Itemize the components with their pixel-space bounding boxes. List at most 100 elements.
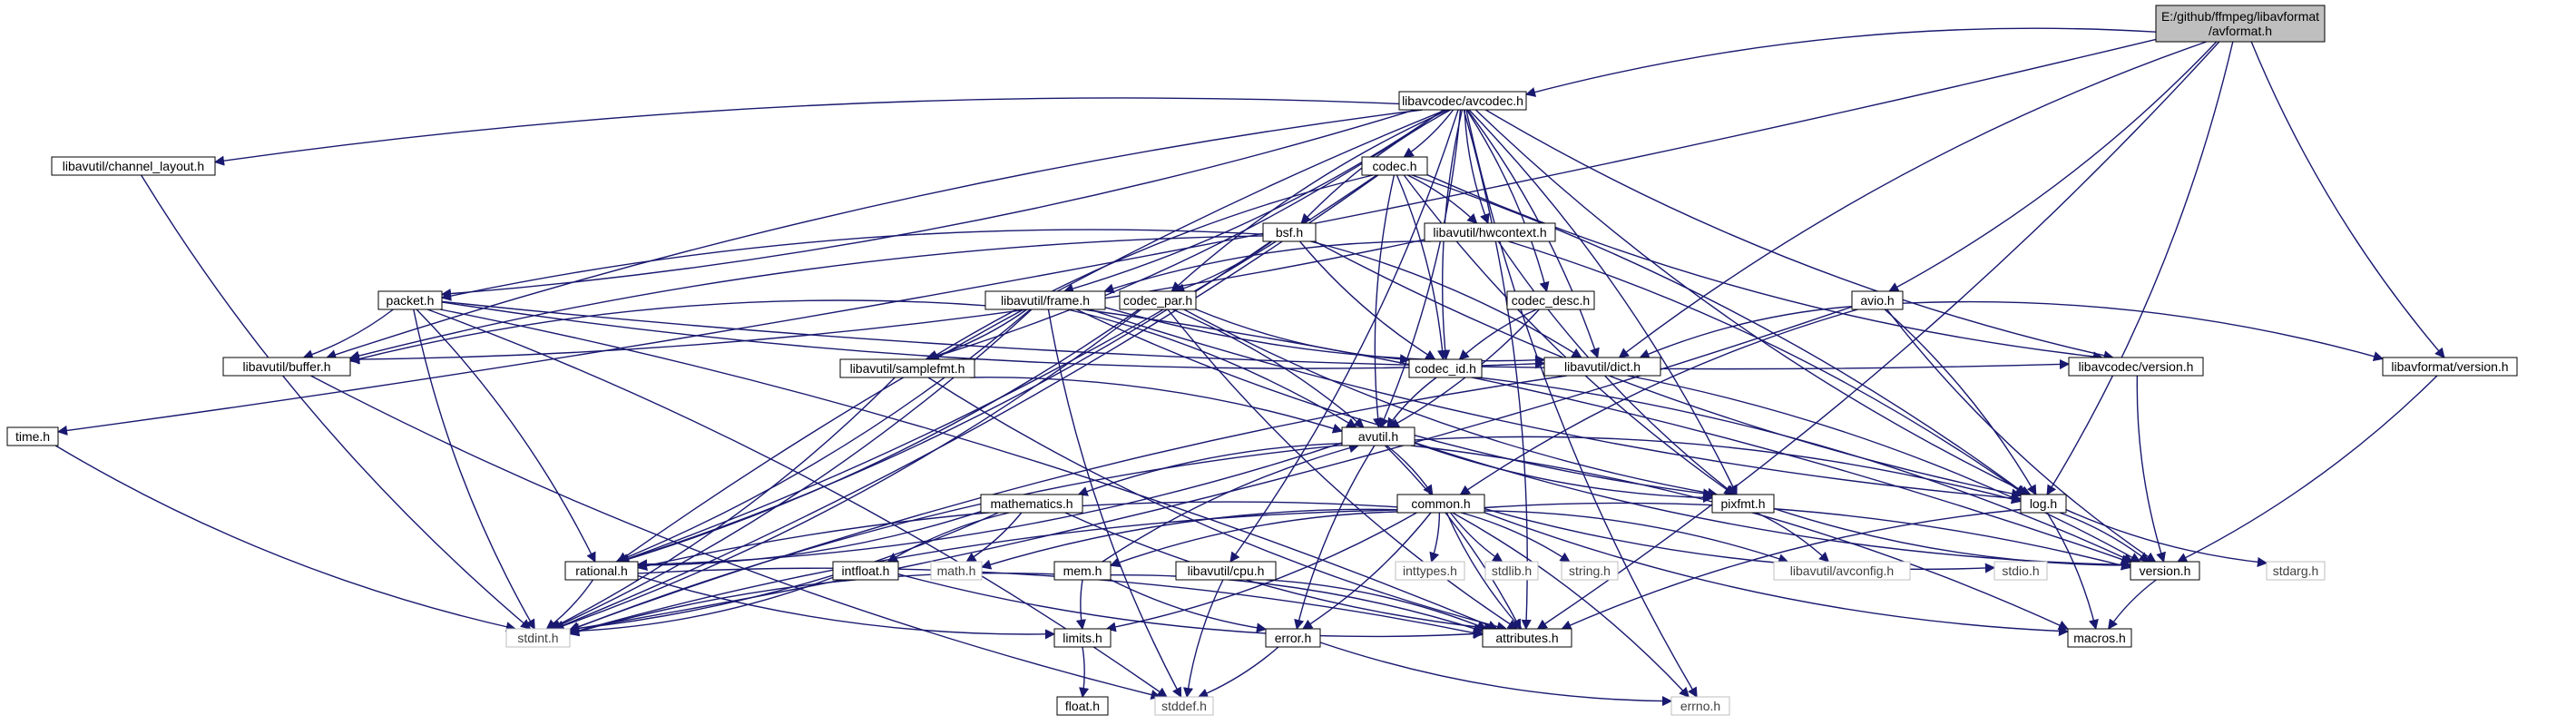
edge-intfloat-to-stdint <box>568 576 834 636</box>
node-box-avutil <box>1341 426 1415 446</box>
edge-root-to-dict <box>1618 41 2208 358</box>
edge-frame-to-dict <box>1104 307 1546 366</box>
node-box-mem <box>1053 561 1112 581</box>
node-label-codec: codec.h <box>1372 159 1416 173</box>
edge-bsf-to-codec_id <box>1298 240 1436 360</box>
edge-log-to-version <box>2059 512 2150 563</box>
node-label-codec_id: codec_id.h <box>1415 361 1476 376</box>
node-lavc_version[interactable]: libavcodec/version.h <box>2068 357 2204 377</box>
node-time[interactable]: time.h <box>6 426 59 446</box>
edge-packet-to-buffer <box>302 309 394 359</box>
edge-time-to-stdint <box>54 445 516 632</box>
node-log[interactable]: log.h <box>2020 494 2067 514</box>
dependency-edges <box>54 27 2445 707</box>
node-box-samplefmt <box>839 358 975 378</box>
node-error[interactable]: error.h <box>1265 628 1321 648</box>
edge-log-to-macros <box>2046 512 2099 631</box>
edge-avio-to-lavf_version <box>1902 300 2385 362</box>
edge-codec_par-to-rational <box>619 309 1140 564</box>
node-mem[interactable]: mem.h <box>1053 561 1112 581</box>
node-macros[interactable]: macros.h <box>2067 628 2132 648</box>
edge-avcodec-to-samplefmt <box>925 109 1445 362</box>
edge-avcodec-to-errno <box>1465 109 1698 698</box>
node-intfloat[interactable]: intfloat.h <box>832 561 899 581</box>
edge-codec_par-to-codec_id <box>1195 309 1411 365</box>
edge-hwcontext-to-log <box>1508 240 2026 495</box>
node-cpu[interactable]: libavutil/cpu.h <box>1175 561 1277 581</box>
edge-avio-to-version <box>1886 309 2157 563</box>
node-avcodec[interactable]: libavcodec/avcodec.h <box>1398 91 1527 111</box>
edge-lavf_version-to-version <box>2176 375 2438 563</box>
node-common[interactable]: common.h <box>1396 494 1485 514</box>
node-channel_layout[interactable]: libavutil/channel_layout.h <box>51 156 216 176</box>
node-box-float <box>1056 696 1109 716</box>
node-rational[interactable]: rational.h <box>564 561 639 581</box>
edge-codec-to-rational <box>618 174 1377 563</box>
node-codec_desc[interactable]: codec_desc.h <box>1506 290 1595 310</box>
node-avconfig: libavutil/avconfig.h <box>1773 561 1911 581</box>
node-bsf[interactable]: bsf.h <box>1262 222 1317 242</box>
edge-dict-to-version <box>1627 375 2141 563</box>
node-codec_id[interactable]: codec_id.h <box>1408 358 1483 378</box>
edge-avutil-to-mathematics <box>1077 443 1343 496</box>
edge-lavc_version-to-version <box>2136 375 2166 563</box>
node-limits[interactable]: limits.h <box>1053 628 1112 648</box>
node-label-cpu: libavutil/cpu.h <box>1188 563 1265 578</box>
node-hwcontext[interactable]: libavutil/hwcontext.h <box>1424 222 1556 242</box>
node-lavf_version[interactable]: libavformat/version.h <box>2382 357 2518 377</box>
node-attributes[interactable]: attributes.h <box>1482 628 1572 648</box>
node-codec[interactable]: codec.h <box>1361 156 1428 176</box>
node-box-common <box>1396 494 1485 514</box>
node-avutil[interactable]: avutil.h <box>1341 426 1415 446</box>
node-pixfmt[interactable]: pixfmt.h <box>1711 494 1775 514</box>
node-codec_par[interactable]: codec_par.h <box>1119 290 1197 310</box>
node-box-errno <box>1670 696 1730 716</box>
edge-avutil-to-macros <box>1410 445 2070 631</box>
node-label-lavf_version: libavformat/version.h <box>2391 359 2508 374</box>
node-samplefmt[interactable]: libavutil/samplefmt.h <box>839 358 975 378</box>
node-float[interactable]: float.h <box>1056 696 1109 716</box>
node-label-codec_desc: codec_desc.h <box>1512 293 1590 308</box>
node-label-dict: libavutil/dict.h <box>1564 359 1641 374</box>
edge-frame-to-log <box>1089 309 2023 504</box>
edge-codec_id-to-version <box>1477 377 2134 563</box>
node-box-lavc_version <box>2068 357 2204 377</box>
edge-intfloat-to-attributes <box>897 573 1484 640</box>
edge-error-to-stddef <box>1197 646 1279 699</box>
edge-common-to-attributes <box>1445 512 1523 630</box>
node-root[interactable]: E:/github/ffmpeg/libavformat/avformat.h <box>2155 5 2326 43</box>
edge-avcodec-to-codec_desc <box>1465 109 1550 293</box>
node-label-root: E:/github/ffmpeg/libavformat <box>2161 9 2319 24</box>
node-box-version <box>2130 561 2200 581</box>
node-label-avcodec: libavcodec/avcodec.h <box>1402 93 1523 108</box>
node-mathematics[interactable]: mathematics.h <box>980 494 1083 514</box>
edge-avcodec-to-log <box>1474 109 2032 495</box>
node-avio[interactable]: avio.h <box>1851 290 1904 310</box>
node-box-root <box>2155 5 2326 43</box>
node-dict[interactable]: libavutil/dict.h <box>1543 357 1661 377</box>
node-box-stdio <box>1993 561 2048 581</box>
node-packet[interactable]: packet.h <box>377 290 443 310</box>
node-label-avutil: avutil.h <box>1358 429 1398 444</box>
node-box-cpu <box>1175 561 1277 581</box>
edge-mem-to-stdint <box>568 572 1055 637</box>
node-version[interactable]: version.h <box>2130 561 2200 581</box>
edge-samplefmt-to-attributes <box>927 377 1508 632</box>
node-buffer[interactable]: libavutil/buffer.h <box>222 357 351 377</box>
node-box-codec_id <box>1408 358 1483 378</box>
node-box-codec_desc <box>1506 290 1595 310</box>
edge-error-to-errno <box>1319 642 1673 707</box>
node-label-root: /avformat.h <box>2209 24 2272 38</box>
edge-mathematics-to-attributes <box>1064 512 1495 633</box>
node-box-attributes <box>1482 628 1572 648</box>
node-label-packet: packet.h <box>387 293 435 308</box>
edge-channel_layout-to-stdint <box>141 174 532 630</box>
edge-avutil-to-error <box>1294 445 1376 631</box>
edge-pixfmt-to-avconfig <box>1756 512 1830 563</box>
edge-samplefmt-to-avutil <box>970 377 1344 434</box>
edge-samplefmt-to-stdint <box>549 377 896 630</box>
node-frame[interactable]: libavutil/frame.h <box>984 290 1106 310</box>
node-box-packet <box>377 290 443 310</box>
edge-avcodec-to-avutil <box>1379 109 1462 429</box>
edge-common-to-macros <box>1484 512 2070 637</box>
